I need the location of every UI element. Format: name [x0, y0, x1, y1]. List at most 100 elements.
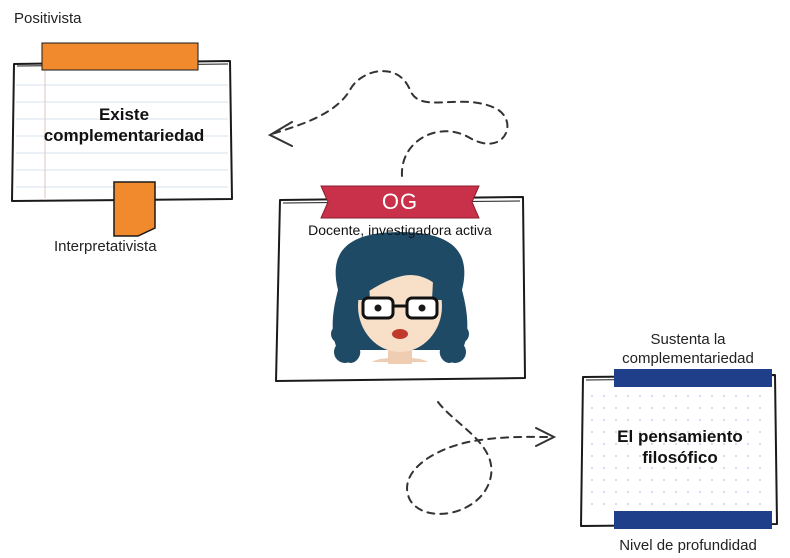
grid-dot [699, 455, 701, 457]
grid-dot [627, 419, 629, 421]
grid-dot [639, 455, 641, 457]
grid-dot [711, 407, 713, 409]
grid-dot [591, 479, 593, 481]
right-card-top-tape [614, 369, 772, 387]
grid-dot [615, 467, 617, 469]
grid-dot [687, 455, 689, 457]
grid-dot [759, 395, 761, 397]
grid-dot [675, 431, 677, 433]
center-card-subtitle: Docente, investigadora activa [308, 222, 492, 238]
grid-dot [639, 419, 641, 421]
grid-dot [735, 455, 737, 457]
grid-dot [711, 479, 713, 481]
grid-dot [675, 455, 677, 457]
grid-dot [591, 443, 593, 445]
grid-dot [735, 443, 737, 445]
grid-dot [759, 407, 761, 409]
grid-dot [735, 419, 737, 421]
grid-dot [735, 467, 737, 469]
grid-dot [591, 491, 593, 493]
grid-dot [639, 467, 641, 469]
grid-dot [687, 467, 689, 469]
left-card-bottom-tab [113, 181, 156, 237]
grid-dot [663, 443, 665, 445]
grid-dot [603, 443, 605, 445]
left-card-top-tape [41, 42, 199, 71]
grid-dot [711, 467, 713, 469]
grid-dot [651, 455, 653, 457]
grid-dot [699, 395, 701, 397]
grid-dot [723, 455, 725, 457]
arrow-head-right [535, 427, 557, 447]
grid-dot [603, 407, 605, 409]
grid-dot [615, 479, 617, 481]
grid-dot [627, 467, 629, 469]
grid-dot [651, 431, 653, 433]
grid-dot [735, 395, 737, 397]
grid-dot [687, 431, 689, 433]
grid-dot [759, 455, 761, 457]
grid-dot [687, 479, 689, 481]
grid-dot [663, 479, 665, 481]
grid-dot [591, 467, 593, 469]
grid-dot [651, 443, 653, 445]
grid-dot [639, 395, 641, 397]
grid-dot [603, 431, 605, 433]
grid-dot [663, 431, 665, 433]
grid-dot [603, 395, 605, 397]
grid-dot [723, 467, 725, 469]
grid-dot [711, 491, 713, 493]
center-card-ribbon [320, 185, 480, 219]
grid-dot [723, 491, 725, 493]
grid-dot [735, 491, 737, 493]
grid-dot [663, 467, 665, 469]
grid-dot [615, 503, 617, 505]
grid-dot [651, 407, 653, 409]
grid-dot [627, 431, 629, 433]
grid-dot [747, 395, 749, 397]
grid-dot [735, 479, 737, 481]
grid-dot [639, 491, 641, 493]
grid-dot [747, 419, 749, 421]
grid-dot [663, 419, 665, 421]
grid-dot [735, 503, 737, 505]
right-card [580, 369, 778, 529]
grid-dot [711, 431, 713, 433]
grid-dot [615, 407, 617, 409]
grid-dot [759, 491, 761, 493]
grid-dot [675, 479, 677, 481]
grid-dot [747, 467, 749, 469]
grid-dot [591, 431, 593, 433]
grid-dot [675, 443, 677, 445]
grid-dot [675, 395, 677, 397]
grid-dot [759, 431, 761, 433]
grid-dot [639, 443, 641, 445]
right-card-top-label: Sustenta la complementariedad [622, 331, 754, 367]
teacher-avatar-icon [331, 232, 469, 364]
grid-dot [723, 407, 725, 409]
grid-dot [747, 503, 749, 505]
grid-dot [759, 443, 761, 445]
grid-dot [615, 443, 617, 445]
grid-dot [699, 419, 701, 421]
right-card-title: El pensamiento filosófico [617, 427, 743, 467]
grid-dot [615, 491, 617, 493]
grid-dot [615, 431, 617, 433]
grid-dot [663, 407, 665, 409]
left-card-bottom-label: Interpretativista [54, 238, 157, 255]
grid-dot [615, 419, 617, 421]
grid-dot [651, 503, 653, 505]
grid-dot [603, 479, 605, 481]
grid-dot [687, 395, 689, 397]
grid-dot [747, 443, 749, 445]
grid-dot [723, 419, 725, 421]
grid-dot [759, 503, 761, 505]
grid-dot [651, 491, 653, 493]
grid-dot [711, 503, 713, 505]
grid-dot [675, 491, 677, 493]
grid-dot [687, 503, 689, 505]
grid-dot [711, 419, 713, 421]
grid-dot [699, 491, 701, 493]
grid-dot [699, 503, 701, 505]
grid-dot [687, 407, 689, 409]
